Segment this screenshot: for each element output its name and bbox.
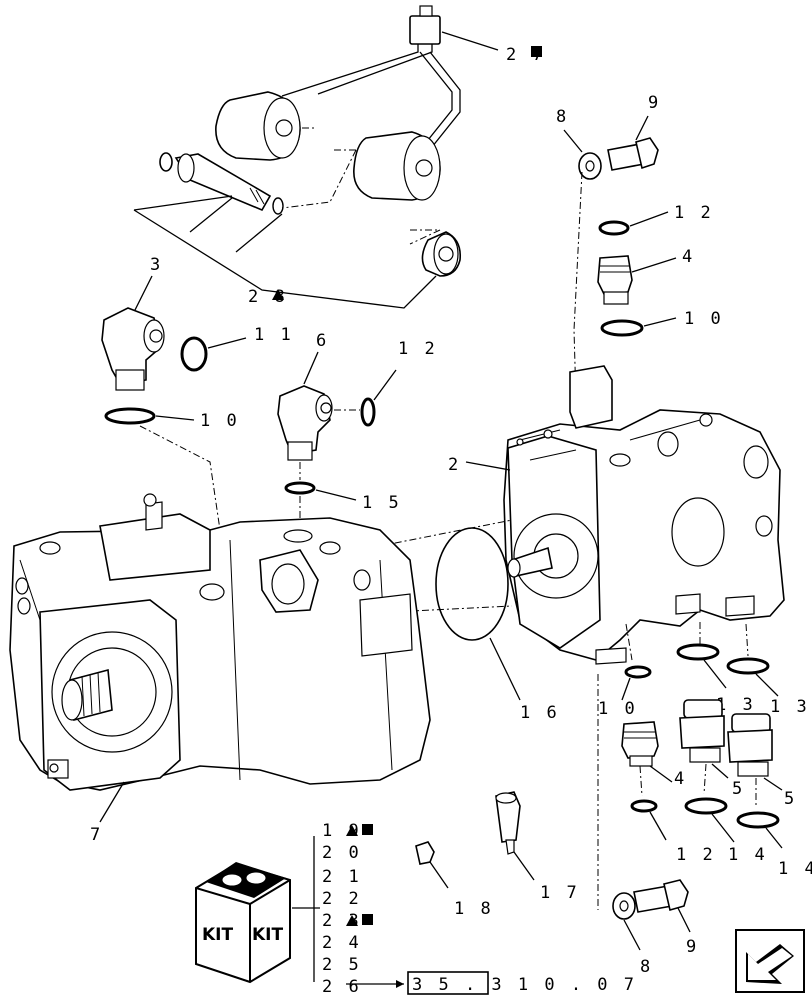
square-marker-icon [362,824,373,835]
fitting-4-lower [621,721,659,767]
back-arrow-button[interactable] [735,929,805,993]
label-14-left: 1 4 [728,845,768,865]
kit-item-26: 2 6 [322,977,362,997]
bolt-9-upper [607,137,659,171]
square-marker-icon [531,46,542,57]
fitting-5-right [727,713,773,777]
section-reference-link[interactable]: 3 5 . 3 1 0 . 0 7 [407,971,637,995]
kit-label-right: KIT [252,925,283,945]
solenoid-harness [281,5,461,153]
label-13-left: 1 3 [716,695,756,715]
o-ring-11 [180,336,208,372]
elbow-fitting-6 [277,385,333,461]
kit-item-19: 1 9 [322,821,362,841]
kit-item-25: 2 5 [322,955,362,975]
label-6: 6 [316,331,329,351]
triangle-marker-icon [346,915,358,926]
kit-item-21: 2 1 [322,867,362,887]
label-5-right: 5 [784,789,797,809]
o-ring-10-left [104,407,156,425]
o-ring-15 [284,481,316,495]
kit-label-left: KIT [202,925,233,945]
o-ring-14-left [684,797,728,815]
label-9-upper: 9 [648,93,661,113]
label-12-right-upper: 1 2 [674,203,714,223]
screw-17 [495,791,521,855]
gasket-16 [435,527,509,641]
kit-item-20: 2 0 [322,843,362,863]
label-10-right-upper: 1 0 [684,309,724,329]
valve-spool [159,152,284,215]
back-arrow-icon [746,944,794,984]
section-reference-text: 3 5 . 3 1 0 . 0 7 [412,975,637,995]
fitting-4-upper [597,255,633,305]
label-14-right: 1 4 [778,859,812,879]
solenoid-coil-lower [353,131,441,201]
label-8-upper: 8 [556,107,569,127]
charge-pump-2 [503,365,785,665]
o-ring-14-right [736,811,780,829]
kit-box-icon: KIT KIT [195,862,291,984]
label-5-left: 5 [732,779,745,799]
label-28: 2 8 [248,287,288,307]
kit-item-22: 2 2 [322,889,362,909]
label-12-middle: 1 2 [398,339,438,359]
label-16: 1 6 [520,703,560,723]
label-13-right: 1 3 [770,697,810,717]
elbow-fitting-3 [101,307,165,391]
label-10-lower: 1 0 [598,699,638,719]
square-marker-icon [362,914,373,925]
triangle-marker-icon [272,289,284,300]
label-17: 1 7 [540,883,580,903]
fitting-5-left [679,699,725,763]
label-2: 2 [448,455,461,475]
o-ring-12-right-upper [598,220,630,236]
solenoid-coil-upper [215,91,301,161]
o-ring-10-right-upper [600,319,644,337]
label-8-lower: 8 [640,957,653,977]
label-15: 1 5 [362,493,402,513]
label-12-lower: 1 2 [676,845,716,865]
plug-18 [415,841,435,865]
label-10-left: 1 0 [200,411,240,431]
kit-item-23: 2 3 [322,911,362,931]
triangle-marker-icon [346,825,358,836]
o-ring-12-lower [630,799,658,813]
o-ring-13-left [676,643,720,661]
o-ring-10-lower [624,665,652,679]
main-pump-7 [9,493,431,791]
label-9-lower: 9 [686,937,699,957]
label-18: 1 8 [454,899,494,919]
label-4-upper: 4 [682,247,695,267]
retaining-nut [421,231,462,277]
o-ring-13-right [726,657,770,675]
label-4-lower: 4 [674,769,687,789]
bolt-9-lower [633,879,689,913]
label-7: 7 [90,825,103,845]
label-3: 3 [150,255,163,275]
label-11: 1 1 [254,325,294,345]
kit-item-24: 2 4 [322,933,362,953]
o-ring-12-middle [360,397,376,427]
